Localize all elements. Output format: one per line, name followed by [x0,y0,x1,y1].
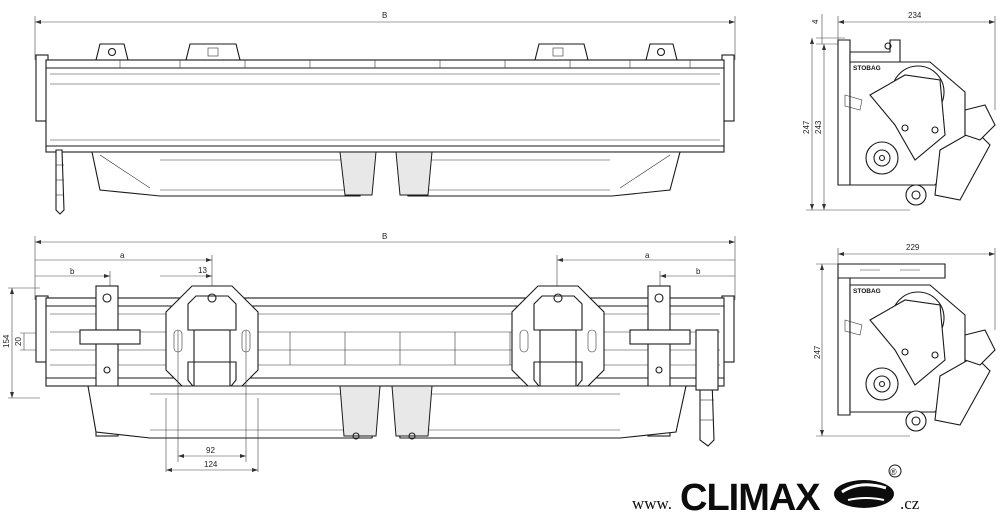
dim-92: 92 [206,446,215,455]
footer-registered: ® [890,467,897,477]
dim-154: 154 [2,334,11,348]
side-top-dim-4: 4 [811,19,820,24]
side-bottom-dim-247: 247 [813,345,822,359]
dim-a-left: a [120,251,125,260]
bottom-dim-B: B [382,232,387,241]
side-bottom-brand: STOBAG [853,288,881,295]
side-top-dim-234: 234 [908,11,922,20]
dim-13: 13 [198,266,207,275]
footer-tld: .cz [900,494,920,513]
top-dim-B: B [382,11,387,20]
side-bottom-dim-229: 229 [906,243,920,252]
dim-a-right: a [645,251,650,260]
side-view-bottom: 229 247 STOBAG [813,243,996,437]
dim-124: 124 [204,460,218,469]
dim-b-left: b [70,267,75,276]
side-top-dim-247: 247 [802,120,811,134]
footer-brand: CLIMAX [680,477,821,519]
climax-logo: www. CLIMAX .cz ® [632,464,920,519]
bottom-plan-view: B a b 13 a b 154 20 [2,232,736,472]
climax-swoosh-icon [834,480,894,508]
dim-20: 20 [14,337,23,346]
side-view-top: 234 4 247 243 STOBAG [802,11,996,211]
side-top-dim-243: 243 [814,120,823,134]
footer-www: www. [632,494,672,513]
top-front-view: B [34,11,736,215]
dim-b-right: b [696,267,701,276]
side-top-brand: STOBAG [853,65,881,72]
